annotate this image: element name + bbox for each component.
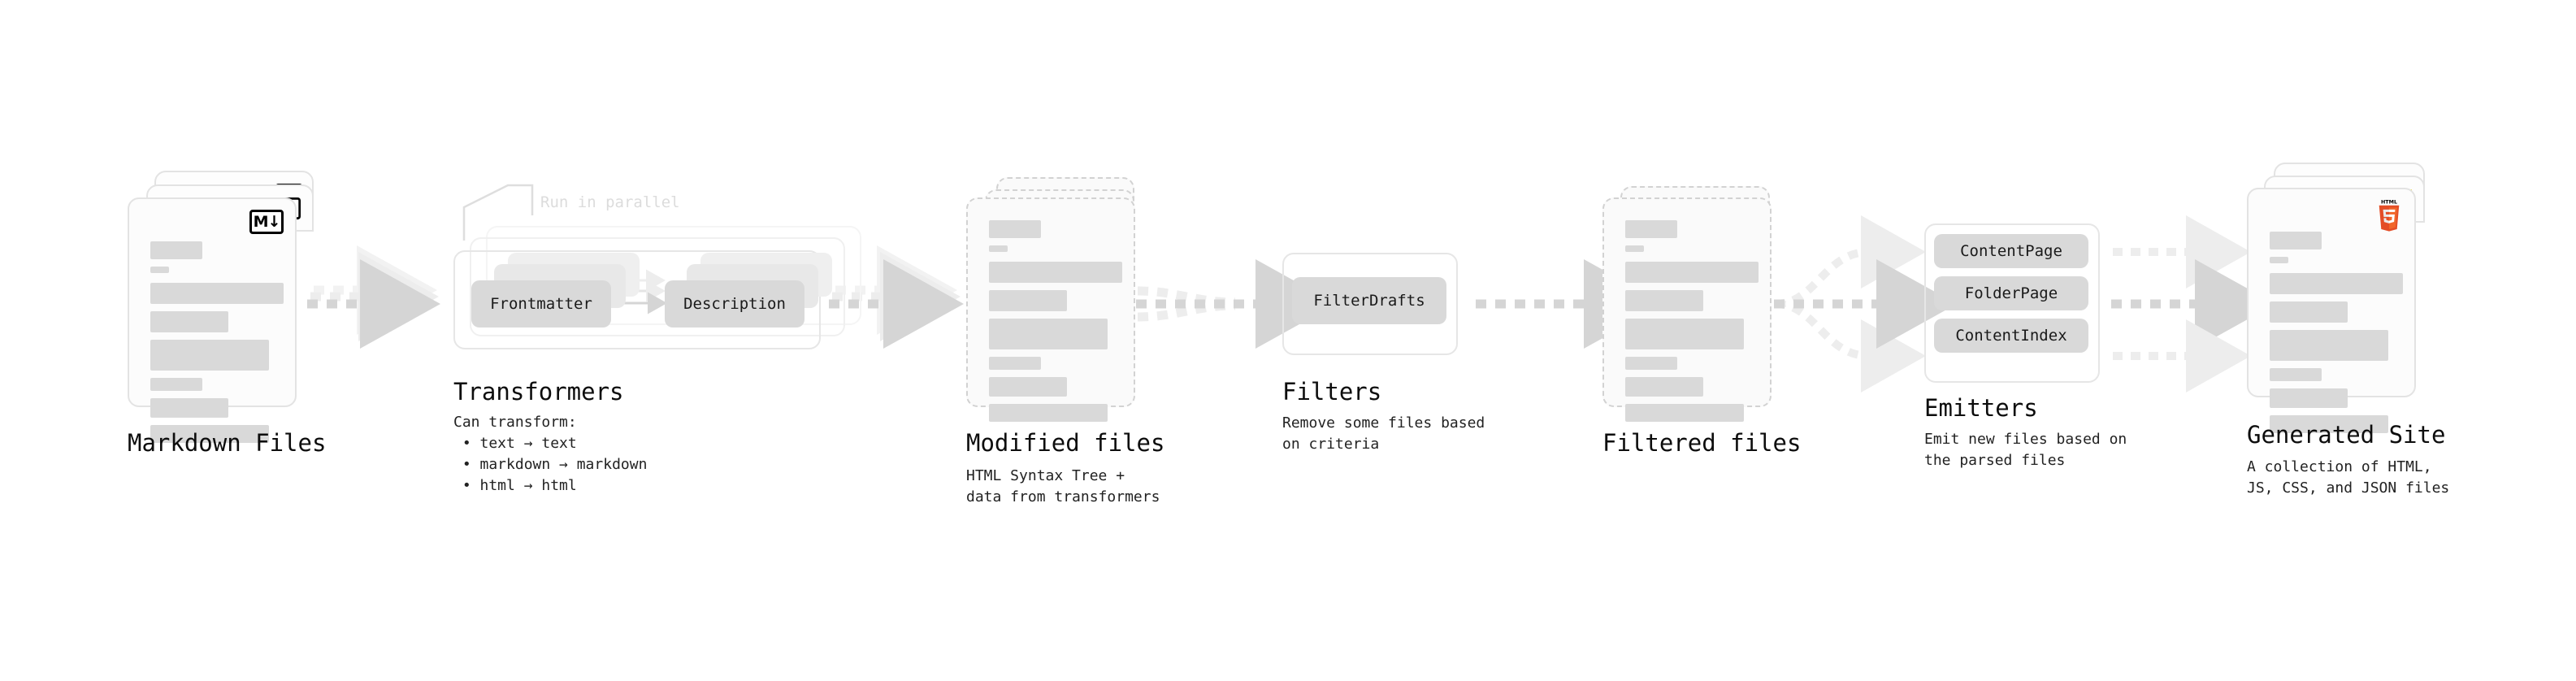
stage-title: Modified files	[966, 429, 1165, 457]
transformer-pill-frontmatter[interactable]: Frontmatter	[471, 280, 611, 327]
content-bar	[1625, 377, 1703, 397]
content-bar	[1625, 220, 1677, 238]
emitters-group	[1924, 223, 2100, 383]
content-bar	[150, 311, 228, 332]
filtered-card-front	[1602, 197, 1772, 422]
pill-label: Frontmatter	[490, 295, 592, 313]
site-card-content	[2270, 232, 2403, 440]
content-bar	[1625, 262, 1759, 283]
stage-subtitle: Can transform: • text → text • markdown …	[453, 414, 648, 494]
svg-text:HTML: HTML	[2381, 200, 2397, 206]
pill-label: FolderPage	[1964, 284, 2058, 302]
content-bar	[2270, 257, 2288, 263]
content-bar	[2270, 415, 2388, 433]
content-bar	[150, 241, 202, 259]
connector-emitters-to-site	[2111, 215, 2275, 393]
emitter-pill-contentpage[interactable]: ContentPage	[1934, 234, 2088, 268]
html5-icon: HTML	[2379, 199, 2400, 232]
emitter-pill-folderpage[interactable]: FolderPage	[1934, 276, 2088, 310]
stage-subtitle: Remove some files based on criteria	[1282, 414, 1485, 453]
content-bar	[1625, 357, 1677, 370]
pill-label: Description	[683, 295, 786, 313]
content-bar	[989, 377, 1067, 397]
markdown-card-front: M↓	[128, 197, 297, 443]
pill-label: ContentIndex	[1955, 327, 2067, 345]
content-bar	[989, 245, 1008, 252]
content-bar	[1625, 245, 1644, 252]
content-bar	[989, 220, 1041, 238]
markdown-card-content	[150, 241, 284, 450]
content-bar	[150, 283, 284, 304]
content-bar	[150, 340, 269, 371]
content-bar	[2270, 330, 2388, 361]
stage-title: Filtered files	[1602, 429, 1802, 457]
content-bar	[150, 425, 269, 443]
stage-subtitle: Emit new files based on the parsed files	[1924, 431, 2127, 469]
stage-title: Transformers	[453, 378, 624, 406]
stage-title: Markdown Files	[128, 429, 327, 457]
content-bar	[2270, 388, 2348, 408]
filters-group	[1282, 253, 1458, 355]
emitter-pill-contentindex[interactable]: ContentIndex	[1934, 319, 2088, 353]
content-bar	[150, 398, 228, 418]
content-bar	[989, 262, 1122, 283]
connector-filtered-to-emitters	[1774, 215, 1957, 393]
content-bar	[1625, 404, 1744, 422]
stage-subtitle: A collection of HTML, JS, CSS, and JSON …	[2247, 458, 2450, 497]
stage-title: Filters	[1282, 378, 1382, 406]
pill-label: ContentPage	[1960, 242, 2062, 260]
modified-card-content	[989, 220, 1122, 429]
content-bar	[989, 404, 1108, 422]
content-bar	[2270, 273, 2403, 294]
stage-title: Emitters	[1924, 394, 2038, 422]
transformer-pill-description[interactable]: Description	[665, 280, 804, 327]
filtered-card-content	[1625, 220, 1759, 429]
stage-subtitle: HTML Syntax Tree + data from transformer…	[966, 467, 1160, 505]
connector-modified-to-filters	[1136, 259, 1336, 349]
transformers-group-back-1	[470, 237, 845, 336]
html5-badge: HTML	[2375, 199, 2403, 232]
content-bar	[1625, 319, 1744, 349]
connector-md-to-transformers	[307, 245, 440, 349]
content-bar	[989, 319, 1108, 349]
pill-label: FilterDrafts	[1313, 292, 1425, 310]
filter-pill-filterdrafts[interactable]: FilterDrafts	[1292, 277, 1446, 324]
modified-card-front	[966, 197, 1135, 422]
run-in-parallel-label: Run in parallel	[540, 193, 680, 211]
content-bar	[2270, 232, 2322, 249]
content-bar	[150, 378, 202, 391]
content-bar	[1625, 290, 1703, 311]
site-card-front: HTML	[2247, 188, 2416, 433]
markdown-badge: M↓	[249, 210, 284, 234]
content-bar	[2270, 368, 2322, 381]
content-bar	[989, 290, 1067, 311]
content-bar	[2270, 301, 2348, 323]
stage-title: Generated Site	[2247, 421, 2446, 449]
content-bar	[989, 357, 1041, 370]
transformers-group-front	[453, 250, 821, 349]
content-bar	[150, 267, 169, 273]
